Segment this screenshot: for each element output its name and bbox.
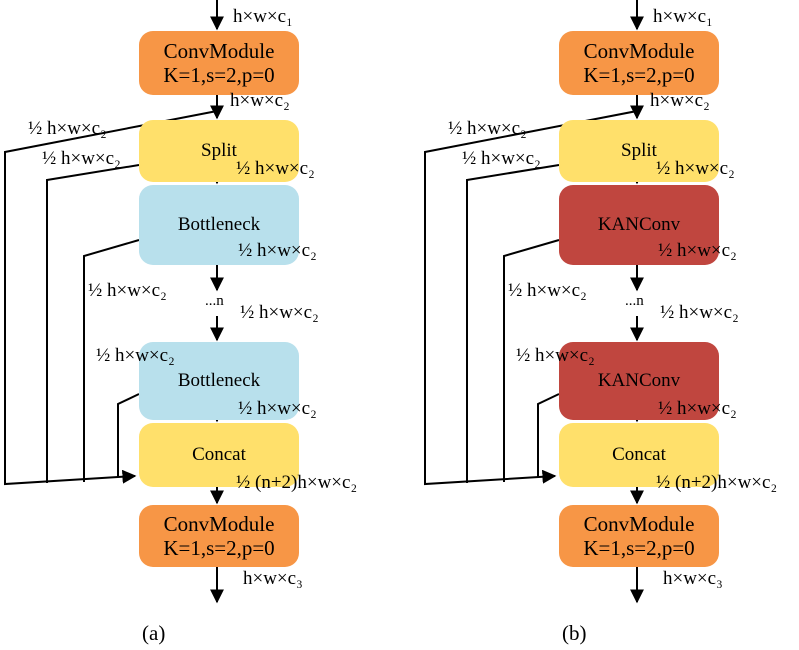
after-conv-shape-label: h×w×c₂ <box>230 90 290 111</box>
kanconv-last-label: KANConv <box>597 370 681 391</box>
bottleneck-first-label: Bottleneck <box>177 214 261 235</box>
block2-in-label: ½ h×w×c₂ <box>516 345 595 366</box>
concat-out-label: ½ (n+2)h×w×c₂ <box>236 472 358 493</box>
convmodule-top-params: K=1,s=2,p=0 <box>163 63 275 87</box>
convmodule-top-title: ConvModule <box>163 39 275 63</box>
block2-skip-wire <box>537 393 560 477</box>
concat-label: Concat <box>192 444 246 465</box>
repeat-out-label: ½ h×w×c₂ <box>660 302 739 323</box>
convmodule-top-params: K=1,s=2,p=0 <box>583 63 695 87</box>
split-skip-wire <box>46 164 140 483</box>
convmodule-bottom-params: K=1,s=2,p=0 <box>583 536 695 560</box>
split-skip-wire <box>466 164 560 483</box>
block1-skip-wire <box>503 239 560 482</box>
repeat-n-label: ...n <box>625 293 644 309</box>
block1-left-label: ½ h×w×c₂ <box>508 280 587 301</box>
convmodule-bottom-title: ConvModule <box>163 512 275 536</box>
split-node: Split <box>139 120 299 182</box>
bottleneck-node-last: Bottleneck <box>139 342 299 420</box>
convmodule-top-title: ConvModule <box>583 39 695 63</box>
block1-skip-wire <box>83 239 140 482</box>
block2-skip-wire <box>117 393 140 477</box>
block2-out-label: ½ h×w×c₂ <box>238 398 317 419</box>
panel-caption: (b) <box>562 621 587 645</box>
kanconv-node-last: KANConv <box>559 342 719 420</box>
convmodule-bottom-node: ConvModule K=1,s=2,p=0 <box>139 505 299 567</box>
split-label: Split <box>201 140 237 161</box>
repeat-n-label: ...n <box>205 293 224 309</box>
block1-out-label: ½ h×w×c₂ <box>238 240 317 261</box>
output-shape-label: h×w×c₃ <box>243 568 303 589</box>
bottleneck-node-first: Bottleneck <box>139 185 299 265</box>
kanconv-first-label: KANConv <box>597 214 681 235</box>
block1-out-label: ½ h×w×c₂ <box>658 240 737 261</box>
bypass-outer-wire <box>4 110 218 486</box>
split-left-label: ½ h×w×c₂ <box>42 148 121 169</box>
concat-node: Concat <box>559 423 719 487</box>
split-out-label: ½ h×w×c₂ <box>236 158 315 179</box>
split-label: Split <box>621 140 657 161</box>
kanconv-node-first: KANConv <box>559 185 719 265</box>
convmodule-top-node: ConvModule K=1,s=2,p=0 <box>559 31 719 95</box>
output-shape-label: h×w×c₃ <box>663 568 723 589</box>
convmodule-bottom-params: K=1,s=2,p=0 <box>163 536 275 560</box>
bypass-outer-label: ½ h×w×c₂ <box>448 118 527 139</box>
after-conv-shape-label: h×w×c₂ <box>650 90 710 111</box>
input-shape-label: h×w×c₁ <box>233 6 293 27</box>
bypass-outer-wire <box>424 110 638 486</box>
concat-out-label: ½ (n+2)h×w×c₂ <box>656 472 778 493</box>
split-out-label: ½ h×w×c₂ <box>656 158 735 179</box>
convmodule-bottom-node: ConvModule K=1,s=2,p=0 <box>559 505 719 567</box>
panel-caption: (a) <box>142 621 166 645</box>
bottleneck-last-label: Bottleneck <box>177 370 261 391</box>
repeat-out-label: ½ h×w×c₂ <box>240 302 319 323</box>
split-left-label: ½ h×w×c₂ <box>462 148 541 169</box>
concat-node: Concat <box>139 423 299 487</box>
block2-in-label: ½ h×w×c₂ <box>96 345 175 366</box>
block1-left-label: ½ h×w×c₂ <box>88 280 167 301</box>
input-shape-label: h×w×c₁ <box>653 6 713 27</box>
block2-out-label: ½ h×w×c₂ <box>658 398 737 419</box>
convmodule-bottom-title: ConvModule <box>583 512 695 536</box>
concat-label: Concat <box>612 444 666 465</box>
convmodule-top-node: ConvModule K=1,s=2,p=0 <box>139 31 299 95</box>
split-node: Split <box>559 120 719 182</box>
bypass-outer-label: ½ h×w×c₂ <box>28 118 107 139</box>
